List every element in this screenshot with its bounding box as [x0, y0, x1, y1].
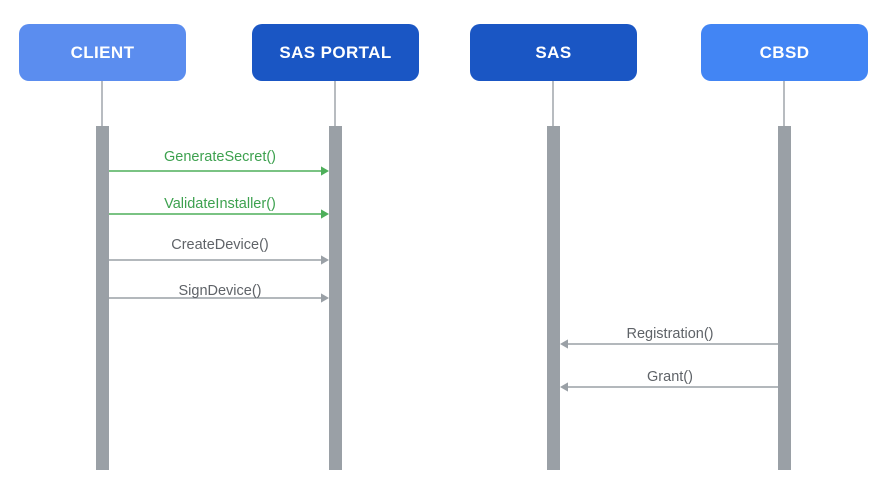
message-arrowhead-sign-device [321, 293, 329, 303]
messages-layer: GenerateSecret() ValidateInstaller() Creat… [109, 149, 778, 392]
actor-sas-portal[interactable]: SAS PORTAL [252, 24, 419, 81]
activation-bar-sas [547, 126, 560, 470]
message-arrowhead-registration [560, 339, 568, 349]
message-create-device: CreateDevice() [109, 237, 329, 265]
lifeline-cbsd [778, 81, 791, 470]
actor-label-client: CLIENT [71, 43, 135, 62]
actor-label-sas: SAS [535, 43, 571, 62]
actor-box-sas[interactable] [470, 24, 637, 81]
actor-box-client[interactable] [19, 24, 186, 81]
actor-cbsd[interactable]: CBSD [701, 24, 868, 81]
message-label-validate-installer: ValidateInstaller() [164, 196, 276, 212]
actor-label-cbsd: CBSD [760, 43, 810, 62]
actor-client[interactable]: CLIENT [19, 24, 186, 81]
lifeline-sas-portal [329, 81, 342, 470]
message-arrowhead-validate-installer [321, 209, 329, 219]
message-generate-secret: GenerateSecret() [109, 149, 329, 176]
actor-boxes-layer: CLIENT SAS PORTAL SAS CBSD [19, 24, 868, 81]
message-label-grant: Grant() [647, 369, 693, 385]
message-validate-installer: ValidateInstaller() [109, 196, 329, 219]
lifeline-client [96, 81, 109, 470]
lifeline-sas [547, 81, 560, 470]
activation-bar-sas-portal [329, 126, 342, 470]
message-label-sign-device: SignDevice() [179, 283, 262, 299]
message-arrowhead-create-device [321, 255, 329, 265]
message-grant: Grant() [560, 369, 778, 392]
actor-label-sas-portal: SAS PORTAL [279, 43, 391, 62]
message-arrowhead-generate-secret [321, 166, 329, 176]
message-registration: Registration() [560, 326, 778, 349]
activation-bar-client [96, 126, 109, 470]
message-arrowhead-grant [560, 382, 568, 392]
message-label-create-device: CreateDevice() [171, 237, 269, 253]
actor-box-sas-portal[interactable] [252, 24, 419, 81]
actor-box-cbsd[interactable] [701, 24, 868, 81]
actor-sas[interactable]: SAS [470, 24, 637, 81]
message-sign-device: SignDevice() [109, 283, 329, 303]
activation-bar-cbsd [778, 126, 791, 470]
message-label-registration: Registration() [626, 326, 713, 342]
lifelines-layer [96, 81, 791, 470]
message-label-generate-secret: GenerateSecret() [164, 149, 276, 165]
